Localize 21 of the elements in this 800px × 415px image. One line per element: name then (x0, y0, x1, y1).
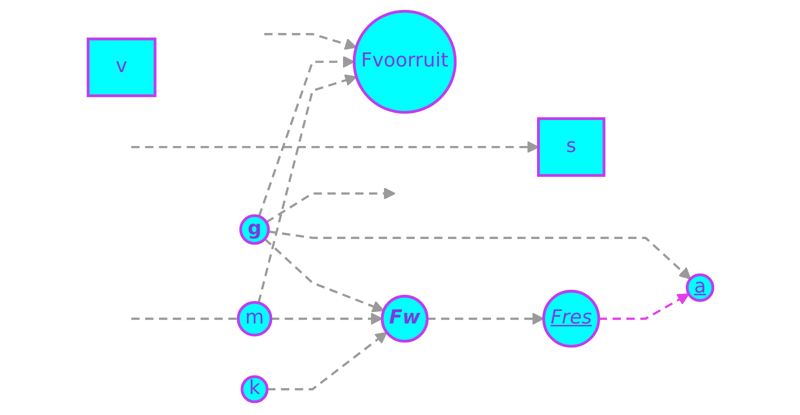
dashed-arrow (257, 74, 356, 304)
dashed-arrow (130, 140, 538, 154)
dashed-arrow (598, 293, 689, 320)
dashed-arrow (264, 238, 384, 312)
dashed-arrow (266, 332, 387, 390)
ellipse-node: g (238, 214, 270, 245)
dashed-arrow (268, 230, 691, 280)
rect-node: s (536, 117, 605, 177)
dashed-line (130, 318, 238, 320)
ellipse-node: k (240, 375, 268, 404)
dashed-arrow (270, 312, 382, 325)
dashed-arrow (258, 56, 354, 217)
ellipse-node: Fres (542, 290, 600, 348)
rect-node: v (86, 38, 156, 98)
dashed-arrow (265, 187, 396, 224)
dashed-arrow (264, 32, 356, 50)
ellipse-node: Fw (380, 294, 428, 343)
ellipse-node: a (685, 273, 714, 302)
ellipse-node: Fvoorruit (352, 10, 456, 114)
ellipse-node: m (236, 300, 272, 336)
dashed-arrow (426, 312, 544, 325)
